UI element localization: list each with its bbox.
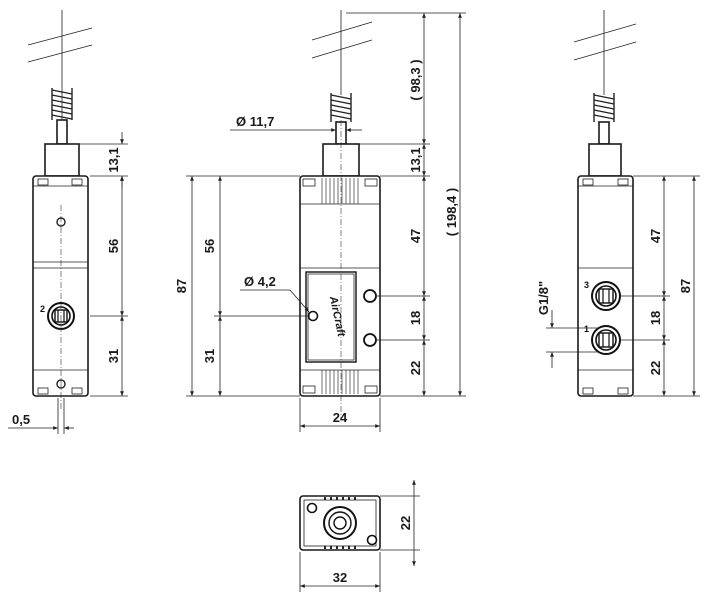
port-2-label: 2 bbox=[40, 304, 45, 314]
dim-thread-g1-8: G1/8" bbox=[536, 281, 551, 315]
dim-mid-24: 24 bbox=[333, 410, 348, 425]
bottom-dimensions: 22 32 bbox=[299, 480, 420, 592]
dim-mid-87: 87 bbox=[174, 279, 189, 293]
dim-left-31: 31 bbox=[106, 349, 121, 363]
front-dimensions: Ø 11,7 Ø 4,2 87 56 31 24 ( 98,3 ) 13, bbox=[174, 12, 466, 432]
spring bbox=[51, 88, 73, 120]
dim-total-198-4: ( 198,4 ) bbox=[444, 188, 459, 236]
dim-left-0-5: 0,5 bbox=[12, 412, 30, 427]
port-1 bbox=[591, 325, 621, 355]
left-dimensions: 13,1 56 31 0,5 bbox=[8, 132, 128, 434]
dim-right-22: 22 bbox=[648, 361, 663, 375]
dim-hole-diameter: Ø 4,2 bbox=[244, 274, 276, 289]
dim-mid-18: 18 bbox=[408, 311, 423, 325]
bottom-view bbox=[299, 495, 381, 551]
dim-left-13-1: 13,1 bbox=[106, 147, 121, 172]
bottom-port bbox=[323, 506, 357, 540]
right-side-view: 3 1 bbox=[573, 10, 637, 397]
dim-left-56: 56 bbox=[106, 239, 121, 253]
spring bbox=[330, 93, 352, 122]
left-side-view: 2 bbox=[27, 10, 93, 410]
dim-mid-56: 56 bbox=[202, 239, 217, 253]
dim-mid-13-1: 13,1 bbox=[408, 147, 423, 172]
dim-mid-31: 31 bbox=[202, 349, 217, 363]
right-dimensions: 47 18 22 87 G1/8" bbox=[536, 175, 700, 397]
front-view: AirCraft bbox=[299, 10, 381, 420]
port-3 bbox=[591, 281, 621, 311]
dim-bottom-22: 22 bbox=[398, 516, 413, 530]
dim-mid-47: 47 bbox=[408, 229, 423, 243]
dim-pin-diameter: Ø 11,7 bbox=[236, 114, 274, 129]
port-1-label: 1 bbox=[584, 324, 589, 334]
spring bbox=[593, 93, 615, 122]
dim-right-87: 87 bbox=[678, 279, 693, 293]
port-3-label: 3 bbox=[584, 280, 589, 290]
dim-mid-22: 22 bbox=[408, 361, 423, 375]
dim-bottom-32: 32 bbox=[333, 570, 347, 585]
dim-right-18: 18 bbox=[648, 311, 663, 325]
dim-right-47: 47 bbox=[648, 229, 663, 243]
dim-mid-98-3: ( 98,3 ) bbox=[408, 59, 423, 100]
